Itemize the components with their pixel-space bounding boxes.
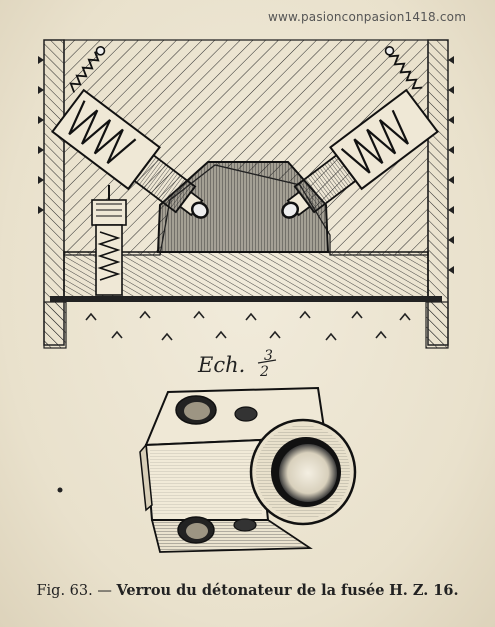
caption-dash: — [92,583,117,599]
figure-caption: Fig. 63. — Verrou du détonateur de la fu… [0,582,495,599]
cross-section [38,39,454,349]
caption-designation: H. Z. 16. [389,582,459,599]
lock-perspective-view [139,386,357,553]
caption-fig-label: Fig. 63. [36,583,93,599]
scale-denominator: 2 [259,364,269,380]
watermark: www.pasionconpasion1418.com [268,10,467,24]
caption-text: Verrou du détonateur de la fusée [116,582,385,599]
scale-label: Ech. [198,353,246,377]
scale-numerator: 3 [264,348,273,364]
